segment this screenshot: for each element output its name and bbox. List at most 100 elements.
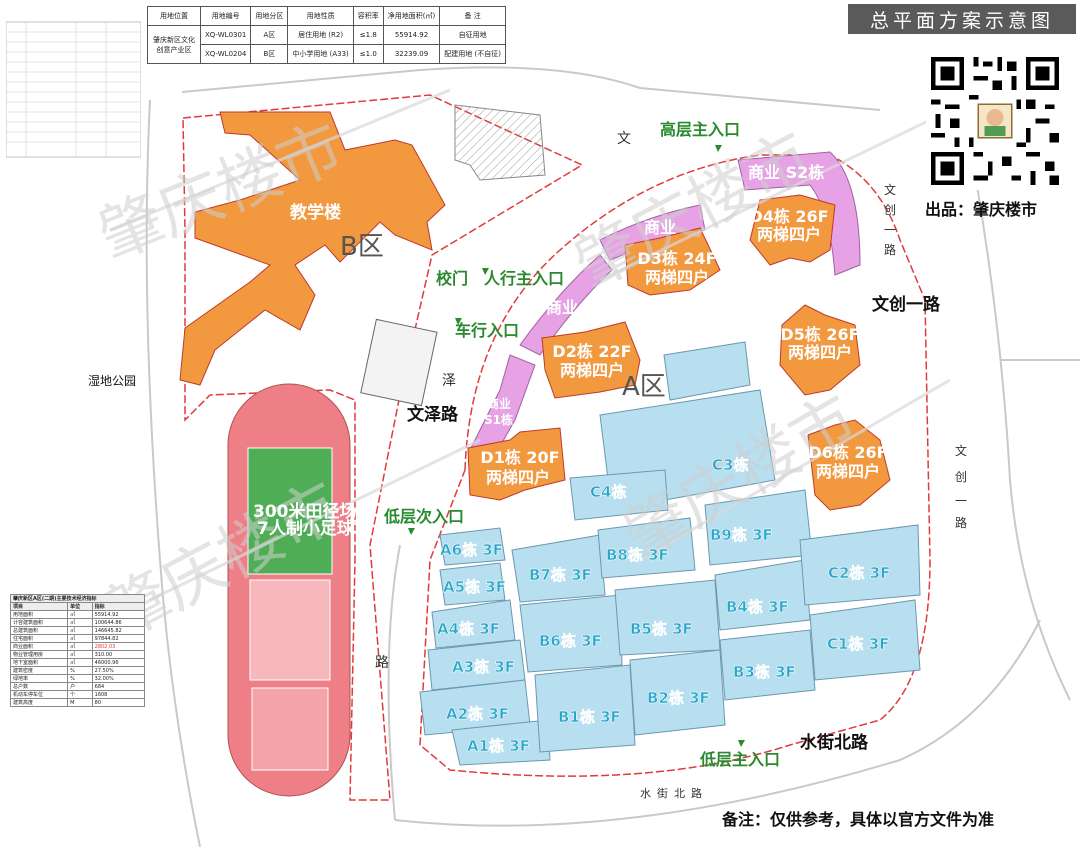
qr-code-pattern	[926, 52, 1064, 190]
stats-cell: 建筑密度	[9, 666, 69, 675]
road-wenchuang-b1: 文	[955, 443, 967, 458]
cell: B区	[250, 44, 289, 64]
road-wenze-char-1: 泽	[442, 373, 456, 389]
b4-label: B4栋 3F	[726, 598, 789, 616]
stats-title: 肇庆新区A区(二期)主要技术经济指标	[10, 594, 145, 603]
cell: 32239.09	[382, 44, 441, 64]
cell: XQ-WL0204	[199, 44, 252, 64]
cell: ≤1.8	[352, 25, 384, 45]
d4-label-1: D4栋 26F	[749, 207, 828, 226]
commercial-s1-label-2: S1栋	[484, 412, 513, 427]
b6-label: B6栋 3F	[539, 632, 602, 650]
school-hall	[454, 104, 546, 181]
b2-label: B2栋 3F	[647, 689, 710, 707]
stats-cell: 计容建筑面积	[9, 618, 69, 627]
stats-cell: 310.00	[91, 650, 146, 659]
field-base	[251, 687, 329, 771]
commercial-s2-shape	[737, 151, 861, 276]
d2-label-1: D2栋 22F	[552, 342, 631, 361]
stats-cell: 总户数	[9, 682, 69, 691]
d5-label-1: D5栋 26F	[780, 325, 859, 344]
planning-notes	[5, 12, 142, 200]
football-field	[247, 447, 333, 575]
commercial-curve-shape	[519, 254, 613, 356]
c3-label: C3栋	[712, 456, 748, 474]
disclaimer: 备注：仅供参考，具体以官方文件为准	[722, 810, 995, 829]
d6-label-2: 两梯四户	[816, 462, 880, 481]
road-wenchuang-v3: 一	[884, 223, 896, 237]
stats-cell: 46000.96	[91, 658, 146, 667]
stats-cell: ㎡	[67, 658, 93, 667]
road-wenchuang-v1: 文	[884, 182, 896, 197]
cell: XQ-WL0301	[199, 25, 252, 45]
entrance-high-main: 高层主入口	[660, 120, 740, 139]
basketball-court	[360, 318, 438, 407]
highrise-labels: D1栋 20F 两梯四户 D2栋 22F 两梯四户 D3栋 24F 两梯四户 D…	[480, 207, 887, 487]
highrise-shapes	[467, 194, 891, 511]
d1-label-1: D1栋 20F	[480, 448, 559, 467]
road-wenze: 文泽路	[407, 404, 459, 425]
d5-label-2: 两梯四户	[788, 343, 852, 362]
stats-cell: 机动车停车位	[9, 690, 69, 699]
stats-head-value: 指标	[91, 602, 146, 611]
d1-label-2: 两梯四户	[486, 468, 550, 487]
a6-label: A6栋 3F	[440, 541, 503, 559]
lowrise-shapes	[419, 341, 921, 766]
stats-cell: 684	[91, 682, 146, 691]
commercial-s2-label: 商业 S2栋	[748, 163, 824, 182]
road-wenchuang-v2: 创	[884, 203, 896, 217]
stats-cell: 建筑高度	[9, 698, 69, 707]
stats-cell: 地下室面积	[9, 658, 69, 667]
page-title: 总平面方案示意图	[848, 4, 1076, 34]
teaching-building-label: 教学楼	[289, 202, 341, 223]
commercial-s1-label-1: 商业	[487, 396, 511, 411]
road-shuijie-small: 水街北路	[640, 786, 708, 800]
road-wenchuang-v4: 路	[884, 242, 896, 257]
a1-label: A1栋 3F	[467, 737, 530, 755]
entrance-ped-main: 人行主入口	[484, 269, 564, 288]
d3-label-1: D3栋 24F	[637, 249, 716, 268]
col-remarks: 备 注	[439, 6, 506, 26]
stats-cell: 146645.82	[91, 626, 146, 635]
stats-cell: 用地面积	[9, 610, 69, 619]
stats-cell: 27.50%	[91, 666, 146, 675]
col-zone: 用地分区	[250, 6, 289, 26]
road-wenchuang-b3: 一	[955, 494, 967, 508]
stats-cell: 80	[91, 698, 146, 707]
c2-label: C2栋 3F	[828, 564, 890, 582]
cell: ≤1.0	[352, 44, 384, 64]
watermark	[109, 88, 951, 602]
commercial-label-mid: 商业	[546, 298, 578, 317]
source-credit: 出品：肇庆楼市	[925, 200, 1038, 219]
road-wenze-char-2: 路	[375, 655, 389, 671]
track-label-1: 300米田径场	[253, 501, 357, 522]
col-parcel-id: 用地编号	[199, 6, 252, 26]
stats-cell: ㎡	[67, 618, 93, 627]
cell: 居住用地 (R2)	[287, 25, 354, 45]
c1-label: C1栋 3F	[827, 635, 889, 653]
cell: 中小学用地 (A33)	[287, 44, 354, 64]
d3-label-2: 两梯四户	[645, 268, 709, 287]
qr-code[interactable]	[926, 52, 1064, 190]
a3-label: A3栋 3F	[452, 658, 515, 676]
stats-cell: 绿地率	[9, 674, 69, 683]
stats-cell: %	[67, 666, 93, 675]
col-net-area: 净用地面积(㎡)	[382, 6, 441, 26]
stats-cell: 住宅面积	[9, 634, 69, 643]
b3-label: B3栋 3F	[733, 663, 796, 681]
stats-cell: 100644.86	[91, 618, 146, 627]
b1-label: B1栋 3F	[558, 708, 621, 726]
a4-label: A4栋 3F	[437, 620, 500, 638]
road-wen-char: 文	[617, 131, 631, 147]
stats-cell: 商业面积	[9, 642, 69, 651]
zone-a-label: A区	[622, 372, 666, 402]
stats-cell: ㎡	[67, 610, 93, 619]
stats-head-item: 项目	[9, 602, 69, 611]
d6-label-1: D6栋 26F	[808, 443, 887, 462]
stats-cell: ㎡	[67, 642, 93, 651]
road-shuijie-label: 水街北路	[800, 732, 869, 753]
wetland-park-label: 湿地公园	[88, 373, 136, 388]
field-inner	[249, 579, 331, 681]
entrance-vehicle: 车行入口	[455, 321, 519, 340]
col-location: 用地位置	[147, 6, 201, 26]
